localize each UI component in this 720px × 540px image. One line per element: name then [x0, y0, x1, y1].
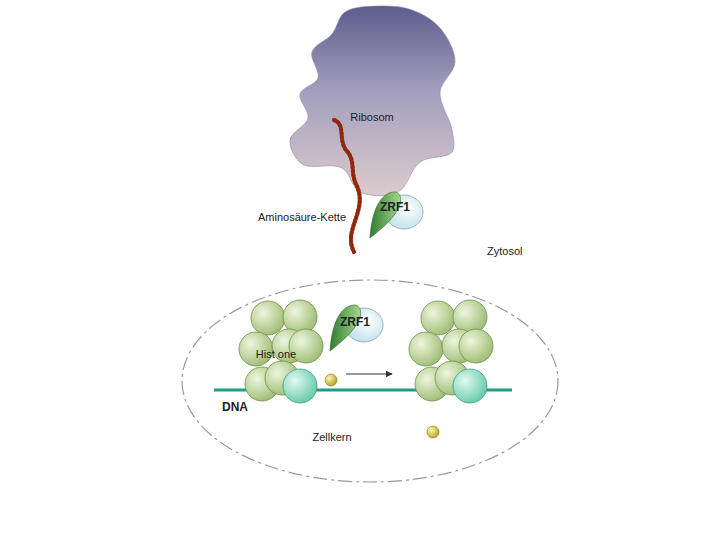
ribosome-shape — [290, 6, 455, 196]
nucleus-outline — [182, 280, 558, 482]
zrf1-protein: ZRF1 — [326, 302, 388, 360]
histone-ball — [459, 329, 493, 363]
process-arrow — [346, 374, 392, 375]
histone-ball — [453, 369, 487, 403]
histone-ball — [283, 369, 317, 403]
ribosome: Ribosom — [288, 4, 460, 198]
nucleus: Zellkern Hist one ZRF1 — [180, 278, 560, 484]
region-label: Zytosol — [487, 245, 522, 258]
zrf1-leaf — [370, 192, 401, 238]
ribosome-outline — [288, 4, 460, 198]
histone-ball — [421, 301, 455, 335]
nucleus-label: Zellkern — [312, 431, 351, 444]
histone-octamer-label: Hist one — [256, 348, 296, 361]
ribosome-label: Ribosom — [350, 111, 393, 124]
histone-octamer: Hist one — [238, 298, 326, 406]
zrf1-protein-outline — [326, 302, 388, 360]
histone-octamer — [409, 300, 493, 403]
chain-label: Aminosäure-Kette — [258, 211, 346, 224]
modification-ball — [325, 374, 337, 386]
histone-ball — [409, 332, 443, 366]
dna-label: DNA — [222, 400, 248, 414]
released-modification-ball — [427, 426, 439, 438]
zrf1-protein-label: ZRF1 — [340, 315, 370, 329]
zrf1-protein-label: ZRF1 — [380, 200, 410, 214]
histone-ball — [251, 301, 285, 335]
zrf1-protein: ZRF1 — [366, 186, 426, 241]
